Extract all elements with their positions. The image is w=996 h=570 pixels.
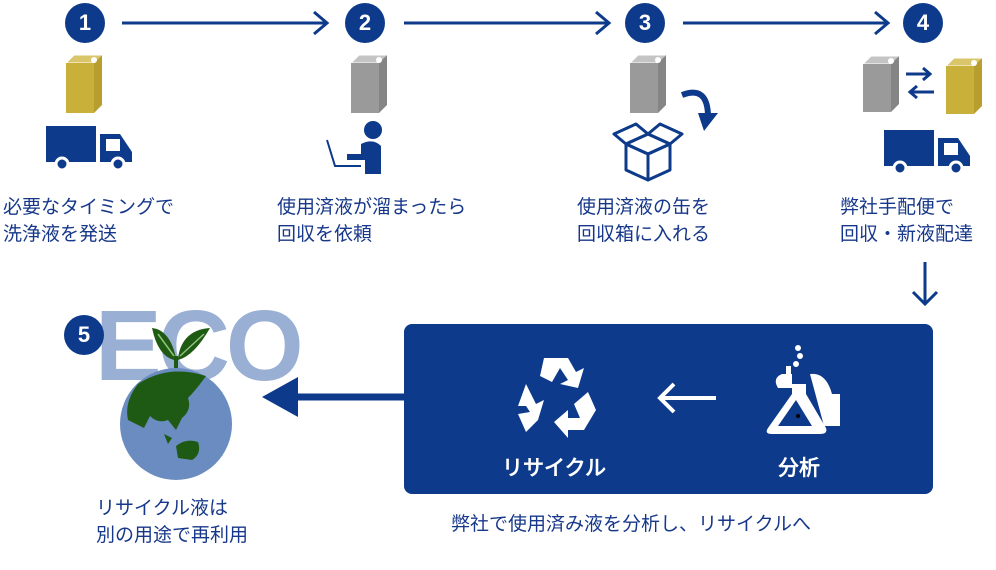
step-1-label: 必要なタイミングで 洗浄液を発送 [3,194,174,248]
gray-can-icon [861,55,900,112]
gray-can-icon [349,54,388,113]
step-2-line1: 使用済液が溜まったら [277,196,467,218]
gray-can-icon [628,54,667,113]
arrow-left-icon [657,382,716,414]
recycle-icon [518,358,596,438]
process-caption: 弊社で使用済み液を分析し、リサイクルへ [451,513,812,535]
step-1-number: 1 [65,3,105,43]
step-4-label: 弊社手配便で 回収・新液配達 [840,194,973,248]
arrow-1-to-2 [122,10,330,36]
step-5-label: リサイクル液は 別の用途で再利用 [96,495,248,549]
arrow-down [911,262,939,307]
curved-arrow-icon [680,89,718,131]
delivery-truck-icon [46,126,132,172]
step-2-line2: 回収を依頼 [277,223,373,245]
person-laptop-icon [326,121,382,174]
step-1-line1: 必要なタイミングで [3,196,175,218]
step-1-line2: 洗浄液を発送 [3,223,118,245]
arrow-3-to-4 [683,10,891,36]
process-box: リサイクル 分析 [404,324,933,494]
exchange-arrows-icon [906,66,934,100]
step-3-number: 3 [625,3,665,43]
step-5-line2: 別の用途で再利用 [96,524,249,546]
step-5-number: 5 [64,315,104,355]
arrow-2-to-3 [404,10,612,36]
delivery-truck-icon [884,130,970,176]
flask-analysis-icon [766,345,840,434]
step-3-label: 使用済液の缶を 回収箱に入れる [577,194,710,248]
analysis-label: 分析 [778,456,820,480]
yellow-can-icon [64,54,103,113]
step-4-line1: 弊社手配便で [840,196,955,218]
step-5-line1: リサイクル液は [96,497,229,519]
step-4-line2: 回収・新液配達 [840,223,974,245]
step-2-number: 2 [345,3,385,43]
yellow-can-icon [944,57,983,114]
step-3-line1: 使用済液の缶を [577,196,711,218]
arrow-left-to-eco [262,377,407,417]
open-box-icon [612,122,684,182]
step-3-line2: 回収箱に入れる [577,223,711,245]
recycle-label: リサイクル [502,456,606,480]
step-4-number: 4 [903,3,943,43]
step-2-label: 使用済液が溜まったら 回収を依頼 [277,194,466,248]
earth-sprout-icon [120,328,232,480]
